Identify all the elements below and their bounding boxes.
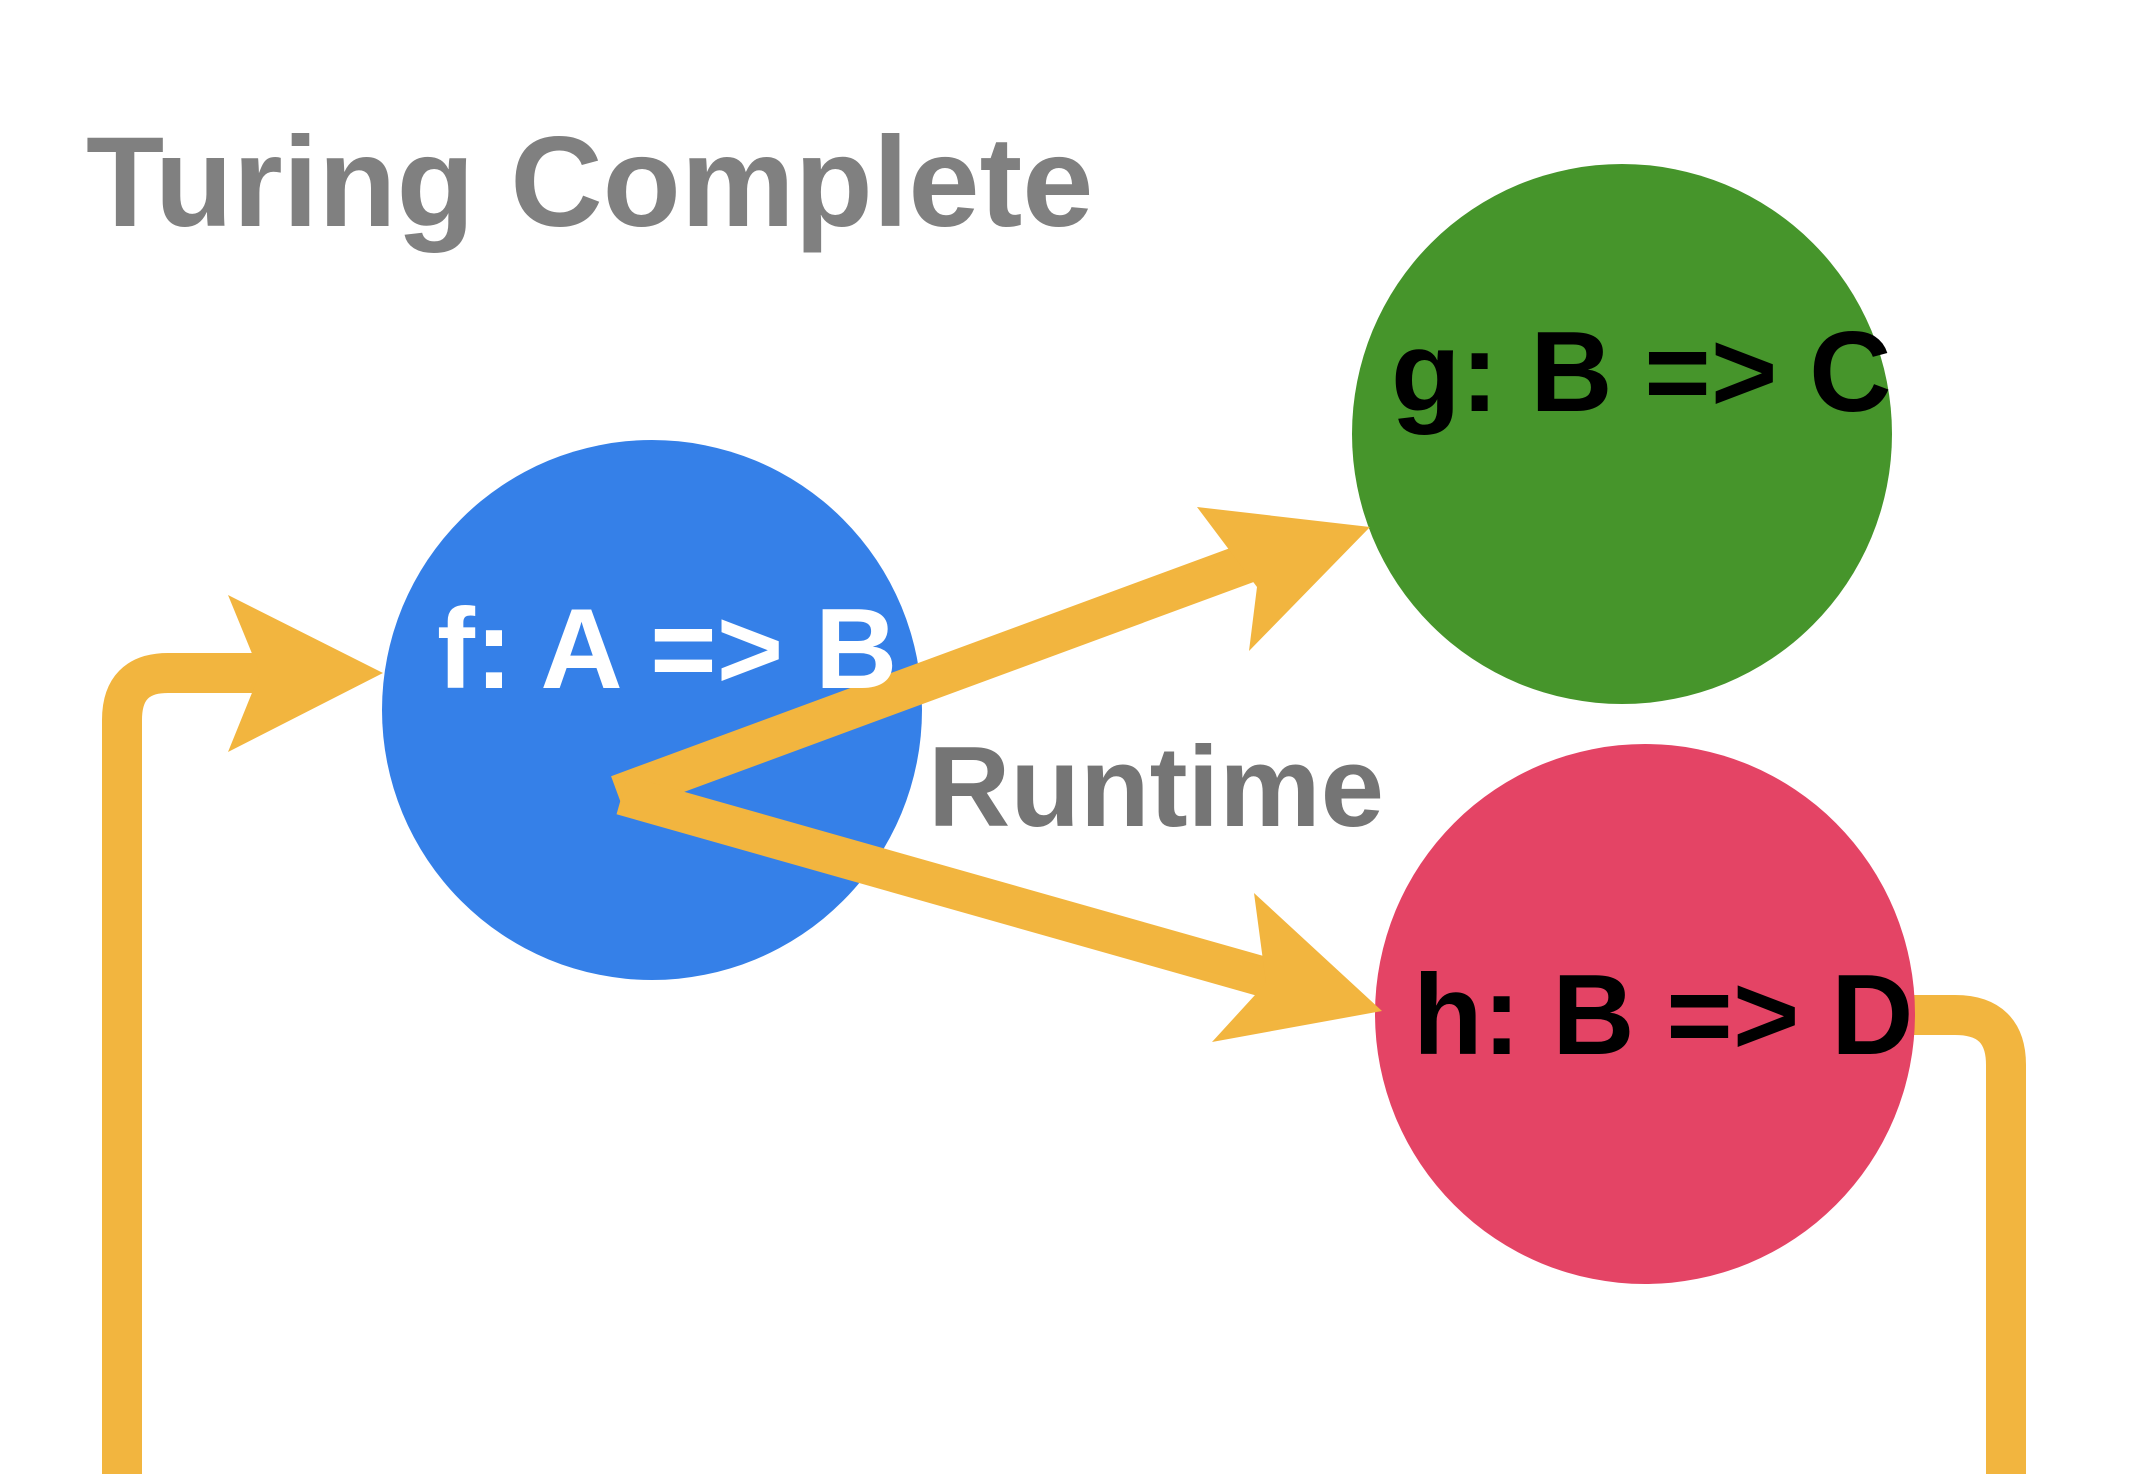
node-g — [1352, 164, 1892, 704]
diagram-title: Turing Complete — [86, 111, 1093, 254]
node-g-label: g: B => C — [1391, 309, 1891, 436]
runtime-edge-label: Runtime — [928, 724, 1384, 851]
runtime-arrowhead-into-h — [1212, 893, 1382, 1042]
runtime-arrow-f-to-g-shaft — [611, 532, 1287, 814]
node-h-label: h: B => D — [1413, 952, 1913, 1079]
runtime-arrow-f-to-h-shaft — [616, 775, 1316, 1010]
node-f-label: f: A => B — [437, 586, 897, 713]
runtime-arrowhead-into-g — [1197, 507, 1370, 651]
loop-arrowhead-into-f — [228, 595, 383, 752]
loop-connector-h-to-f — [102, 653, 2026, 1474]
node-h — [1375, 744, 1915, 1284]
